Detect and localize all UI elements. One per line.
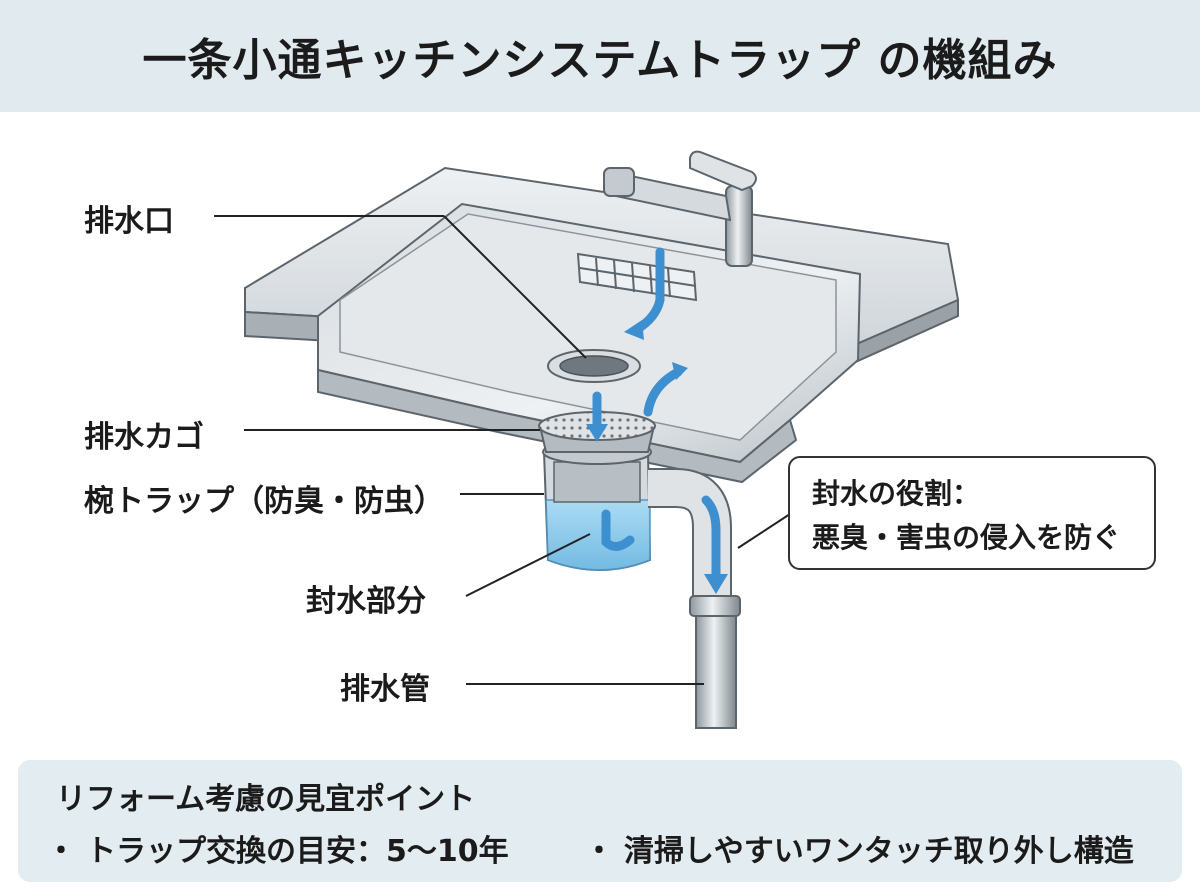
leader-lines xyxy=(214,215,791,685)
label-drain-pipe: 排水管 xyxy=(340,672,430,707)
callout-line-1: 封水の役割： xyxy=(812,477,981,510)
point-item: ・トラップ交換の目安：5〜10年 xyxy=(46,826,509,870)
point-text: トラップ交換の目安：5〜10年 xyxy=(86,834,509,869)
sink-rack xyxy=(576,252,698,302)
callout-line-2: 悪臭・害虫の侵入を防ぐ xyxy=(812,521,1121,554)
label-bowl-trap: 椀トラップ（防臭・防虫） xyxy=(84,484,444,519)
drain-pipe xyxy=(648,468,741,729)
bullet-icon: ・ xyxy=(46,834,76,869)
flow-arrowheads xyxy=(586,320,728,594)
label-seal-water: 封水部分 xyxy=(306,584,426,619)
header-band xyxy=(0,0,1200,112)
renovation-points-panel: リフォーム考慮の見宜ポイント ・トラップ交換の目安：5〜10年 ・清掃しやすいワ… xyxy=(18,760,1182,882)
page-title: 一条小通キッチンシステムトラップ の機組み xyxy=(142,35,1058,86)
bullet-icon: ・ xyxy=(584,834,614,869)
panel-title: リフォーム考慮の見宜ポイント xyxy=(56,782,476,817)
drain-outlet xyxy=(547,349,641,383)
seal-water-callout: 封水の役割： 悪臭・害虫の侵入を防ぐ xyxy=(788,456,1156,570)
label-drain-basket: 排水カゴ xyxy=(84,420,204,455)
label-drain-outlet: 排水口 xyxy=(84,204,174,239)
point-item: ・清掃しやすいワンタッチ取り外し構造 xyxy=(584,826,1134,870)
faucet xyxy=(603,150,757,267)
point-text: 清掃しやすいワンタッチ取り外し構造 xyxy=(624,834,1134,869)
